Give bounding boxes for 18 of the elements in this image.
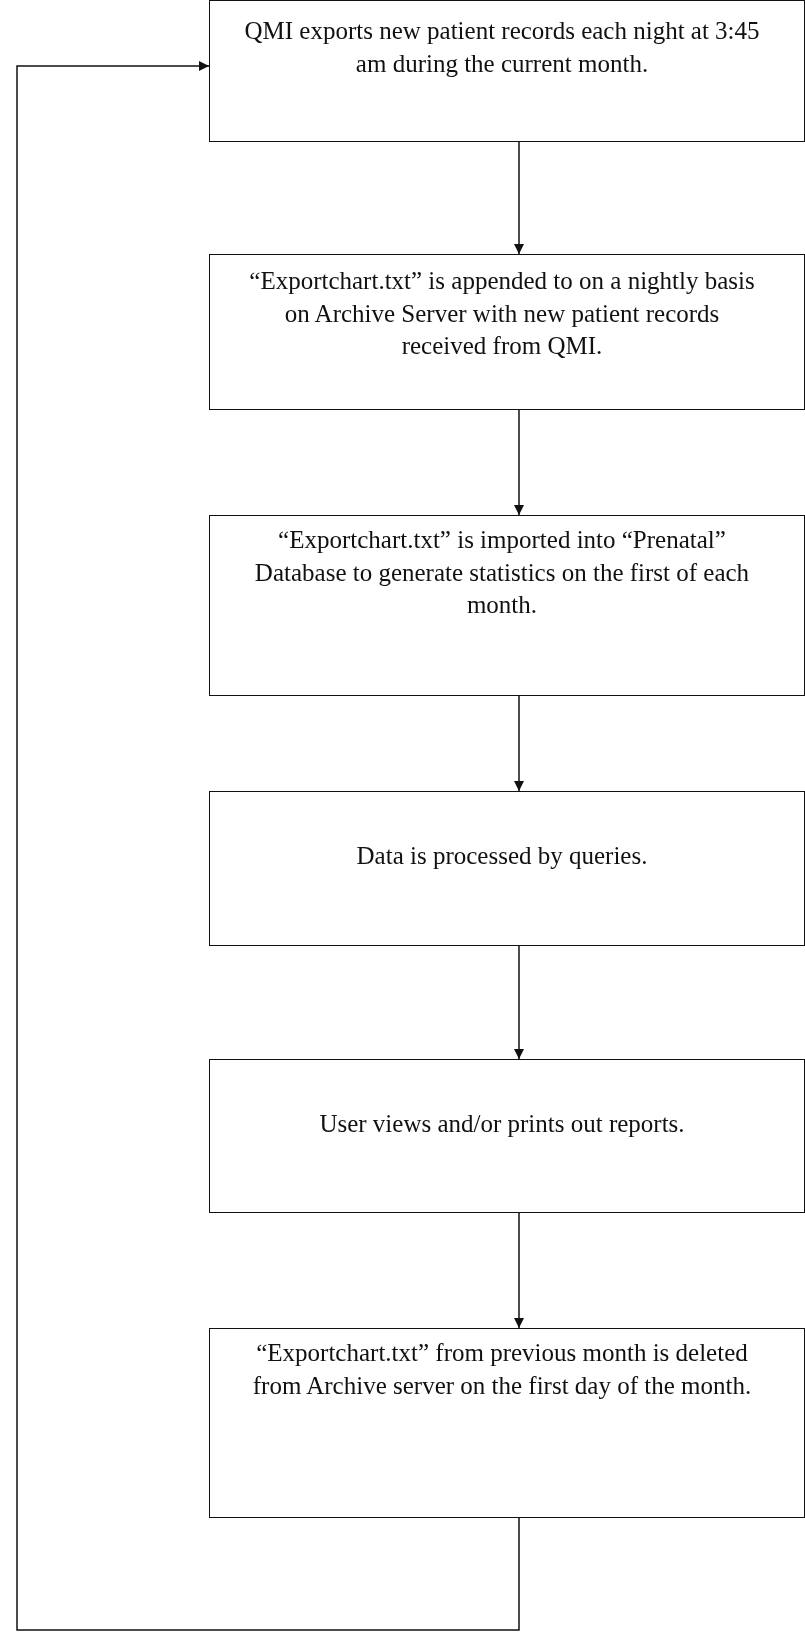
step-text: QMI exports new patient records each night at 3:45 am during the current month.: [243, 16, 761, 79]
process-box: [209, 0, 805, 142]
step-text: User views and/or prints out reports.: [318, 1109, 686, 1139]
arrow: [513, 409, 525, 516]
process-box: [209, 515, 805, 696]
process-box: [209, 791, 805, 946]
arrow: [513, 141, 525, 255]
arrow: [16, 60, 520, 1631]
step-text: Data is processed by queries.: [355, 841, 649, 871]
arrow: [513, 945, 525, 1060]
process-box: [209, 254, 805, 410]
arrow: [513, 695, 525, 792]
arrow: [513, 1212, 525, 1329]
process-box: [209, 1328, 805, 1518]
step-text: “Exportchart.txt” from previous month is deleted from Archive server on the first day of the month.: [251, 1338, 753, 1401]
step-text: “Exportchart.txt” is appended to on a nightly basis on Archive Server with new patient records received from QMI.: [248, 266, 756, 361]
step-text: “Exportchart.txt” is imported into “Prenatal” Database to generate statistics on the first of each month.: [253, 525, 751, 620]
process-box: [209, 1059, 805, 1213]
